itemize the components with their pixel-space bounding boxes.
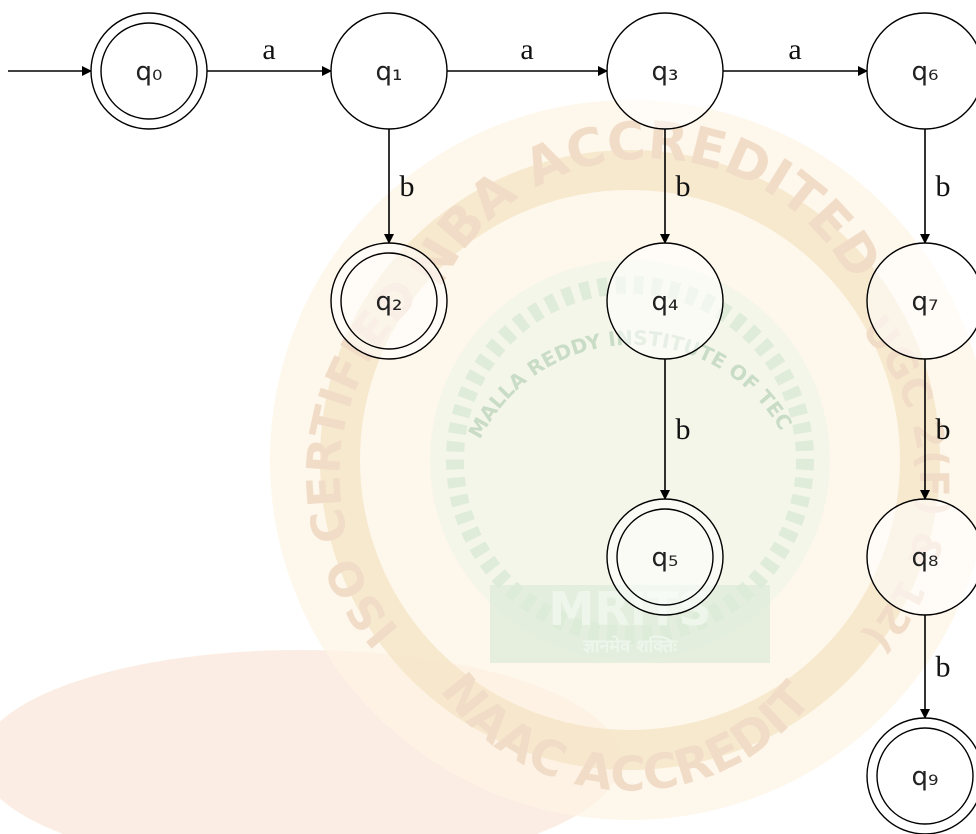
state-circle — [606, 242, 724, 360]
transition-q8-q9: b — [920, 615, 951, 719]
state-label: q₇ — [912, 287, 939, 317]
accepting-ring — [616, 508, 714, 606]
watermark-mid-ring — [320, 150, 940, 770]
state-label: q₉ — [912, 762, 939, 792]
state-circle — [866, 498, 976, 616]
state-q2: q₂ — [330, 242, 448, 360]
transition-label: a — [262, 33, 275, 66]
transition-label: b — [676, 170, 691, 203]
transition-label: b — [676, 413, 691, 446]
transition-q3-q6: a — [723, 33, 868, 76]
transition-label: a — [520, 33, 533, 66]
transition-q7-q8: b — [920, 359, 951, 500]
state-circle — [606, 498, 724, 616]
watermark-inner-ring — [430, 260, 830, 660]
state-label: q₄ — [652, 287, 679, 317]
state-circle — [90, 12, 208, 130]
state-q6: q₆ — [866, 12, 976, 130]
state-circle — [330, 12, 448, 130]
state-label: q₁ — [376, 57, 403, 87]
transition-q4-q5: b — [660, 359, 691, 500]
state-q0: q₀ — [90, 12, 208, 130]
transition-q6-q7: b — [920, 129, 951, 244]
state-q7: q₇ — [866, 242, 976, 360]
transition-label: b — [936, 170, 951, 203]
transition-label: a — [788, 33, 801, 66]
state-circle — [866, 242, 976, 360]
watermark-motto-text: ज्ञानमेव शक्तिः — [582, 635, 678, 657]
state-q5: q₅ — [606, 498, 724, 616]
state-label: q₂ — [376, 287, 403, 317]
transition-q0-q1: a — [207, 33, 332, 76]
transition-q1-q2: b — [384, 129, 415, 244]
transition-q3-q4: b — [660, 129, 691, 244]
accepting-ring — [876, 727, 974, 825]
transition-label: b — [936, 413, 951, 446]
state-label: q₀ — [136, 57, 163, 87]
state-circle — [330, 242, 448, 360]
state-q9: q₉ — [866, 717, 976, 834]
state-label: q₆ — [912, 57, 939, 87]
transition-label: b — [936, 651, 951, 684]
state-q3: q₃ — [606, 12, 724, 130]
accepting-ring — [100, 22, 198, 120]
state-circle — [866, 717, 976, 834]
state-q1: q₁ — [330, 12, 448, 130]
transition-q1-q3: a — [447, 33, 608, 76]
state-circle — [866, 12, 976, 130]
state-label: q₃ — [652, 57, 679, 87]
accepting-ring — [340, 252, 438, 350]
state-q4: q₄ — [606, 242, 724, 360]
state-circle — [606, 12, 724, 130]
transition-label: b — [400, 170, 415, 203]
state-label: q₅ — [652, 543, 679, 573]
state-q8: q₈ — [866, 498, 976, 616]
state-label: q₈ — [912, 543, 939, 573]
